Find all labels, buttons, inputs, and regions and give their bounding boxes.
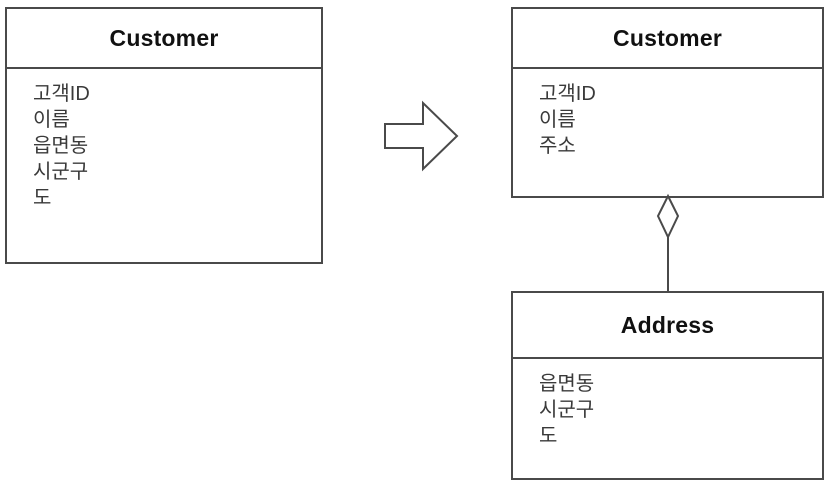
attribute-item: 읍면동 <box>33 135 89 157</box>
class-box-customer-after[interactable]: Customer 고객ID 이름 주소 <box>511 7 824 198</box>
attribute-item: 주소 <box>539 135 576 157</box>
aggregation-connector <box>656 193 680 294</box>
class-name-address: Address <box>513 293 822 359</box>
class-name-customer-after: Customer <box>513 9 822 69</box>
attribute-compartment-customer-after: 고객ID 이름 주소 <box>513 69 822 196</box>
attribute-item: 도 <box>539 425 558 447</box>
class-box-customer-before[interactable]: Customer 고객ID 이름 읍면동 시군구 도 <box>5 7 323 264</box>
attribute-item: 이름 <box>33 109 70 131</box>
attribute-item: 고객ID <box>539 83 596 105</box>
class-box-address[interactable]: Address 읍면동 시군구 도 <box>511 291 824 480</box>
attribute-item: 도 <box>33 187 52 209</box>
attribute-item: 읍면동 <box>539 373 595 395</box>
transformation-arrow-icon <box>384 100 459 172</box>
attribute-compartment-address: 읍면동 시군구 도 <box>513 359 822 478</box>
attribute-compartment-customer-before: 고객ID 이름 읍면동 시군구 도 <box>7 69 321 262</box>
attribute-item: 이름 <box>539 109 576 131</box>
attribute-item: 고객ID <box>33 83 90 105</box>
attribute-item: 시군구 <box>33 161 89 183</box>
class-name-customer-before: Customer <box>7 9 321 69</box>
attribute-item: 시군구 <box>539 399 595 421</box>
aggregation-diamond-icon <box>656 193 680 240</box>
